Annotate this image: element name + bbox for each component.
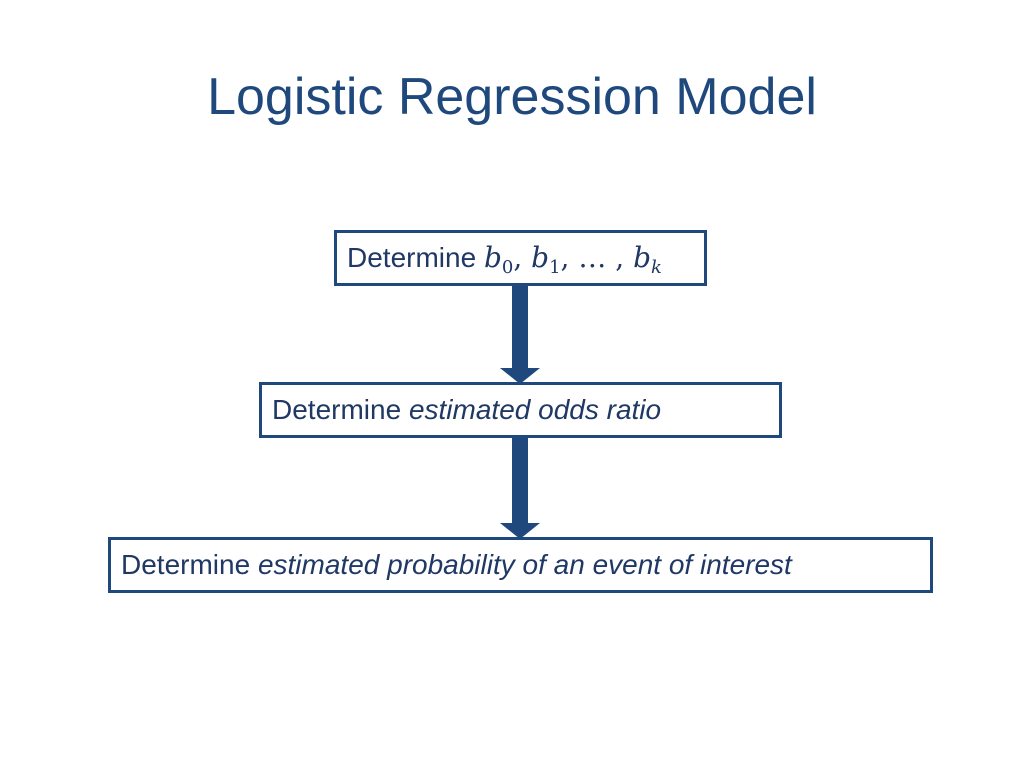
- step-2-emphasis: estimated odds ratio: [408, 394, 662, 425]
- slide-title: Logistic Regression Model: [207, 68, 817, 126]
- step-1-prefix: Determine: [347, 242, 477, 273]
- step-3-prefix: Determine: [121, 549, 251, 580]
- coefficients-formula: b0, b1, … , bk: [483, 241, 662, 278]
- step-box-probability: Determine estimated probability of an ev…: [108, 537, 933, 593]
- step-2-prefix: Determine: [272, 394, 402, 425]
- step-3-emphasis: estimated probability of an event of int…: [257, 549, 792, 580]
- step-box-odds-ratio: Determine estimated odds ratio: [259, 382, 782, 438]
- arrow-down-2: [500, 436, 540, 539]
- step-box-determine-coefficients: Determine b0, b1, … , bk: [334, 230, 707, 286]
- arrow-down-1: [500, 284, 540, 384]
